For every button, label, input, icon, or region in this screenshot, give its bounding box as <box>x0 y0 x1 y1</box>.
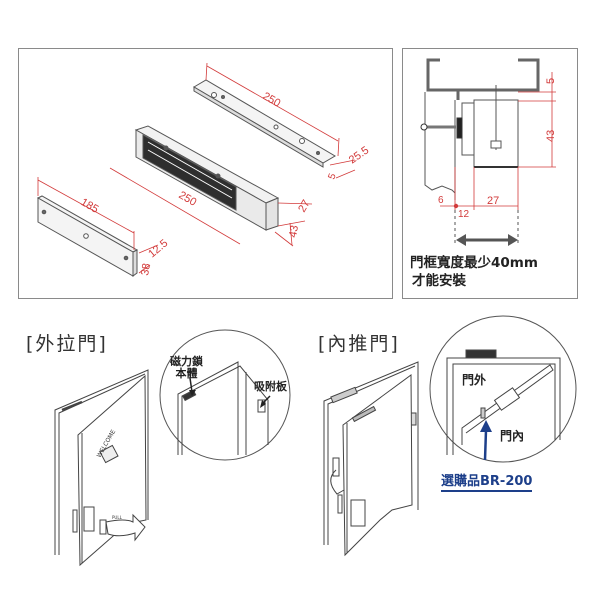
outswing-hardware <box>72 506 107 535</box>
inswing-title: [內推門] <box>318 333 400 355</box>
frame-width-note-line1: 門框寬度最少40mm <box>410 255 538 271</box>
offset-left-label: 6 <box>438 195 444 206</box>
optional-bracket-link[interactable]: 選購品BR-200 <box>441 470 533 492</box>
pull-label: PULL <box>112 515 123 520</box>
lock-body-callout-line2: 本體 <box>175 367 198 380</box>
lock-body-dimension-lines <box>109 167 313 247</box>
armature-height-label: 38 <box>139 262 153 276</box>
lock-body-height-label: 43 <box>287 224 301 238</box>
outswing-title: [外拉門] <box>26 333 108 355</box>
section-height-label: 43 <box>545 130 557 142</box>
lock-body-callout-line1: 磁力鎖 <box>170 355 203 368</box>
double-arrow-icon <box>456 234 518 246</box>
bracket-thickness-label: 5 <box>326 172 338 181</box>
lock-body <box>134 125 280 231</box>
bracket-dimension-lines <box>205 62 356 179</box>
armature-plate <box>36 195 139 277</box>
inside-label: 門內 <box>500 429 525 443</box>
inswing-door-frame <box>323 361 419 545</box>
section-dimension-lines <box>440 72 556 210</box>
frame-width-note-line2: 才能安裝 <box>412 273 466 289</box>
pull-arrow-icon <box>105 513 146 542</box>
section-depth-label: 27 <box>487 195 499 207</box>
armature-callout: 吸附板 <box>254 380 287 393</box>
top-gap-label: 5 <box>545 78 557 84</box>
armature-dimension-lines <box>37 177 159 274</box>
outside-label: 門外 <box>462 373 487 387</box>
offset-mid-label: 12 <box>458 209 470 220</box>
door-frame-profile <box>426 58 540 100</box>
mounting-bracket <box>193 79 336 168</box>
lock-body-callout: 磁力鎖 本體 <box>170 356 203 380</box>
outswing-detail-circle <box>159 329 291 461</box>
armature-section <box>420 117 463 139</box>
inswing-door-leaf <box>342 374 413 557</box>
lock-body-section <box>461 85 519 168</box>
inswing-push-arrow-icon <box>330 457 345 514</box>
lock-body-depth-label: 27 <box>296 198 313 215</box>
option-arrow-icon <box>480 420 492 461</box>
outswing-door-frame <box>54 369 149 555</box>
inswing-detail-circle <box>429 315 577 463</box>
